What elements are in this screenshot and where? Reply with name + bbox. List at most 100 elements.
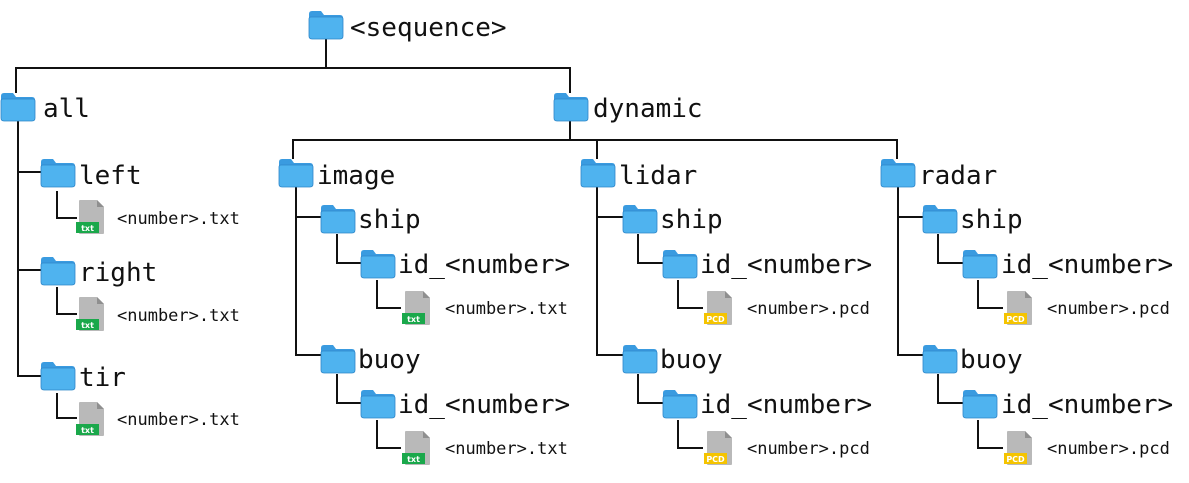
folder-icon bbox=[553, 92, 589, 122]
connector-all bbox=[17, 121, 41, 377]
folder-icon bbox=[880, 158, 916, 188]
connector-lidar-ids bbox=[637, 234, 665, 404]
badge-text: txt bbox=[407, 455, 420, 464]
txt-badge bbox=[76, 319, 99, 330]
folder-icon bbox=[622, 344, 658, 374]
folder-right: right bbox=[40, 256, 157, 288]
file-radar-buoy: PCD <number>.pcd bbox=[1004, 431, 1170, 465]
folder-label: lidar bbox=[619, 161, 697, 191]
folder-icon bbox=[962, 249, 998, 279]
folder-icon bbox=[622, 204, 658, 234]
folder-radar-ship-id: id_<number> bbox=[962, 249, 1173, 280]
folder-icon bbox=[922, 344, 958, 374]
file-label: <number>.txt bbox=[445, 299, 568, 319]
folder-icon bbox=[360, 389, 396, 419]
folder-label: <sequence> bbox=[350, 13, 507, 43]
txt-badge bbox=[402, 453, 425, 464]
connector-root bbox=[15, 39, 571, 93]
folder-label: dynamic bbox=[593, 94, 703, 124]
connector-radar-files bbox=[977, 280, 1003, 449]
badge-text: txt bbox=[81, 224, 94, 233]
connector-dynamic bbox=[292, 121, 898, 159]
badge-text: txt bbox=[407, 315, 420, 324]
folder-label: left bbox=[79, 161, 142, 191]
folder-label: tir bbox=[79, 363, 126, 393]
folder-icon bbox=[308, 10, 344, 40]
badge-text: PCD bbox=[706, 315, 725, 324]
badge-text: PCD bbox=[1006, 455, 1025, 464]
file-label: <number>.txt bbox=[117, 306, 240, 326]
file-tir: txt <number>.txt bbox=[76, 402, 240, 436]
connector-all-files bbox=[56, 191, 77, 419]
pcd-badge bbox=[1004, 453, 1027, 464]
folder-radar-ship: ship bbox=[922, 204, 1023, 235]
folder-lidar-buoy-id: id_<number> bbox=[662, 389, 872, 420]
connector-lidar bbox=[596, 187, 625, 356]
file-image-buoy: txt <number>.txt bbox=[402, 431, 568, 465]
connector-image bbox=[295, 187, 323, 356]
folder-icon bbox=[922, 204, 958, 234]
file-label: <number>.txt bbox=[445, 439, 568, 459]
folder-label: id_<number> bbox=[700, 390, 872, 420]
folder-label: ship bbox=[358, 205, 421, 235]
connector-radar bbox=[897, 187, 925, 356]
folder-image: image bbox=[278, 158, 395, 191]
folder-label: id_<number> bbox=[700, 250, 872, 280]
badge-text: txt bbox=[81, 321, 94, 330]
tree-connectors bbox=[15, 39, 1003, 449]
folder-icon bbox=[40, 256, 76, 286]
file-label: <number>.pcd bbox=[747, 439, 870, 459]
folder-icon bbox=[662, 249, 698, 279]
folder-image-buoy: buoy bbox=[320, 344, 421, 375]
txt-badge bbox=[402, 313, 425, 324]
folder-image-ship: ship bbox=[320, 204, 421, 235]
file-lidar-buoy: PCD <number>.pcd bbox=[704, 431, 870, 465]
folder-icon bbox=[580, 158, 616, 188]
connector-lidar-files bbox=[677, 280, 703, 449]
folder-radar-buoy-id: id_<number> bbox=[962, 389, 1173, 420]
folder-radar: radar bbox=[880, 158, 997, 191]
folder-icon bbox=[278, 158, 314, 188]
file-label: <number>.pcd bbox=[1047, 299, 1170, 319]
pcd-badge bbox=[704, 313, 727, 324]
folder-icon bbox=[962, 389, 998, 419]
pcd-badge bbox=[1004, 313, 1027, 324]
folder-left: left bbox=[40, 158, 142, 191]
file-image-ship: txt <number>.txt bbox=[402, 291, 568, 325]
badge-text: PCD bbox=[706, 455, 725, 464]
file-label: <number>.txt bbox=[117, 410, 240, 430]
folder-all: all bbox=[0, 92, 90, 124]
txt-badge bbox=[76, 424, 99, 435]
folder-image-ship-id: id_<number> bbox=[360, 249, 570, 280]
folder-icon bbox=[40, 158, 76, 188]
folder-label: all bbox=[43, 94, 90, 124]
connector-image-ids bbox=[336, 234, 363, 404]
folder-lidar-ship: ship bbox=[622, 204, 723, 235]
folder-label: buoy bbox=[960, 345, 1023, 375]
connector-radar-ids bbox=[937, 234, 965, 404]
folder-icon bbox=[40, 361, 76, 391]
folder-lidar-ship-id: id_<number> bbox=[662, 249, 872, 280]
file-label: <number>.txt bbox=[117, 209, 240, 229]
file-left: txt <number>.txt bbox=[76, 200, 240, 234]
file-radar-ship: PCD <number>.pcd bbox=[1004, 291, 1170, 325]
folder-image-buoy-id: id_<number> bbox=[360, 389, 570, 420]
folder-tir: tir bbox=[40, 361, 126, 393]
badge-text: PCD bbox=[1006, 315, 1025, 324]
folder-label: id_<number> bbox=[1001, 250, 1173, 280]
folder-label: buoy bbox=[358, 345, 421, 375]
folder-label: right bbox=[79, 258, 157, 288]
folder-label: id_<number> bbox=[398, 390, 570, 420]
txt-badge bbox=[76, 222, 99, 233]
folder-root: <sequence> bbox=[308, 10, 507, 43]
folder-label: radar bbox=[919, 161, 997, 191]
folder-icon bbox=[320, 204, 356, 234]
folder-label: buoy bbox=[660, 345, 723, 375]
file-label: <number>.pcd bbox=[1047, 439, 1170, 459]
file-lidar-ship: PCD <number>.pcd bbox=[704, 291, 870, 325]
file-right: txt <number>.txt bbox=[76, 297, 240, 331]
connector-image-files bbox=[376, 280, 401, 449]
folder-dynamic: dynamic bbox=[553, 92, 703, 124]
